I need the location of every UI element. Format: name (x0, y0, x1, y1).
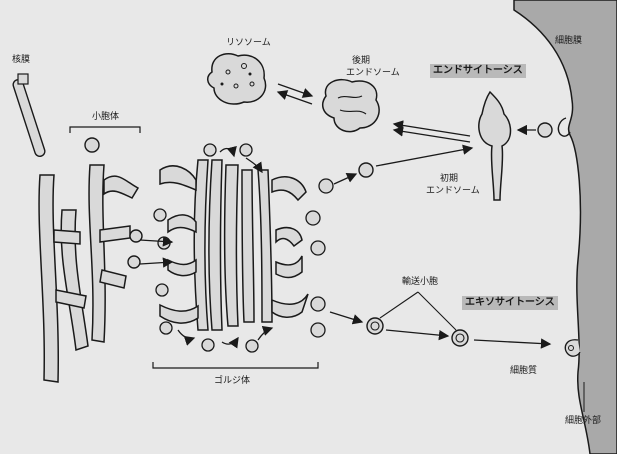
transport-vesicle-1 (367, 318, 383, 334)
label-exocytosis: エキソサイトーシス (462, 296, 558, 310)
endoplasmic-reticulum (39, 165, 138, 382)
label-cell-membrane-bottom: 細胞質 (510, 366, 537, 377)
label-transport-vesicle: 輸送小胞 (402, 277, 438, 288)
label-late-endosome-2: エンドソーム (346, 68, 400, 79)
label-late-endosome-1: 後期 (352, 56, 370, 67)
nuclear-membrane-fragment (12, 74, 46, 158)
label-early-endosome-2: エンドソーム (426, 186, 480, 197)
extracellular-region (514, 0, 617, 454)
label-mitochondria: 核膜 (12, 55, 30, 66)
label-cell-membrane-top: 細胞膜 (555, 36, 582, 47)
er-bracket (70, 127, 140, 133)
label-golgi: ゴルジ体 (214, 376, 250, 387)
late-endosome (323, 80, 379, 132)
lysosome (208, 54, 266, 104)
label-endocytosis: エンドサイトーシス (430, 64, 526, 78)
golgi-bracket (153, 362, 318, 368)
label-lysosome: リソソーム (226, 38, 271, 49)
label-er: 小胞体 (92, 112, 119, 123)
golgi-apparatus (160, 160, 308, 330)
early-endosome (479, 92, 511, 200)
label-extracellular: 細胞外部 (565, 416, 601, 427)
transport-vesicle-2 (452, 330, 468, 346)
label-early-endosome-1: 初期 (440, 174, 458, 185)
